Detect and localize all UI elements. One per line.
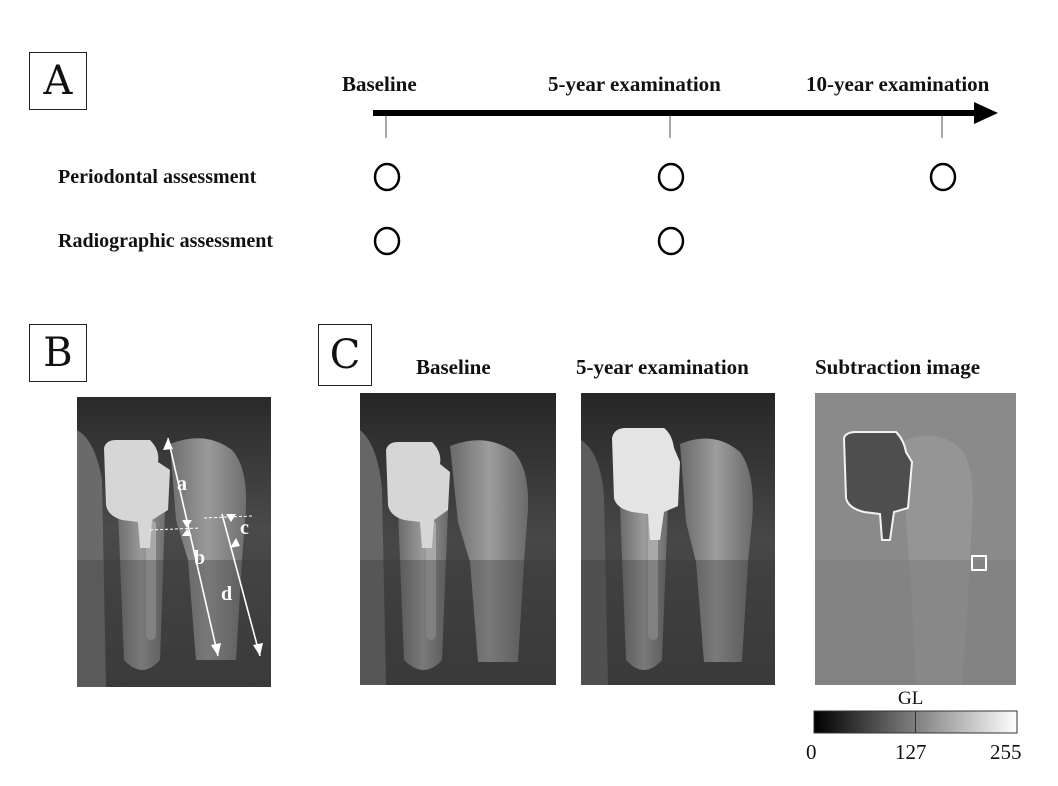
- row-label-radiographic: Radiographic assessment: [58, 230, 274, 252]
- mark-periodontal-baseline: [373, 162, 401, 192]
- panel-label-b: B: [29, 324, 87, 382]
- stage-5year: 5-year examination: [548, 72, 721, 96]
- stage-baseline: Baseline: [342, 72, 417, 96]
- panel-label-a: A: [29, 52, 87, 110]
- colorbar-tick-0: 0: [806, 740, 817, 764]
- measurement-label-a: a: [177, 473, 187, 495]
- stage-10year: 10-year examination: [806, 72, 990, 96]
- colorbar-tick-127: 127: [895, 740, 927, 764]
- colorbar-label: GL: [898, 688, 924, 709]
- panel-label-c: C: [318, 324, 372, 386]
- timeline-arrowhead: [974, 102, 998, 124]
- colorbar-tick-255: 255: [990, 740, 1022, 764]
- image-title-baseline: Baseline: [416, 355, 491, 379]
- measurement-label-d: d: [221, 583, 233, 605]
- roi-box: [971, 555, 987, 571]
- mark-radiographic-5year: [657, 226, 685, 256]
- measurement-label-b: b: [194, 547, 206, 569]
- five-year-radiograph: [581, 393, 775, 685]
- measurement-label-c: c: [240, 517, 249, 539]
- mark-periodontal-10year: [929, 162, 957, 192]
- mark-radiographic-baseline: [373, 226, 401, 256]
- mark-periodontal-5year: [657, 162, 685, 192]
- image-title-5year: 5-year examination: [576, 355, 749, 379]
- image-title-subtraction: Subtraction image: [815, 355, 981, 379]
- baseline-radiograph: [360, 393, 556, 685]
- subtraction-image: [815, 393, 1016, 685]
- row-label-periodontal: Periodontal assessment: [58, 166, 257, 188]
